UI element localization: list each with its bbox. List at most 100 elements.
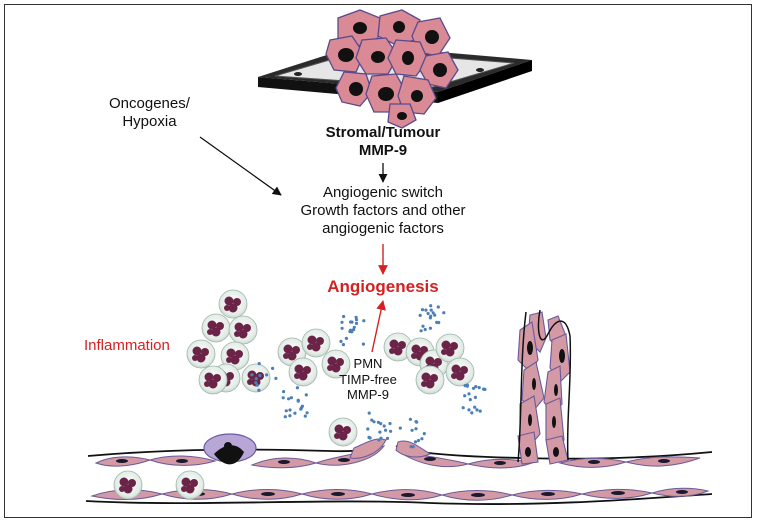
oncogenes-text: Oncogenes/ [109,95,190,112]
granule-dot [418,313,422,317]
granule-dot [408,417,412,421]
granule-dot [415,420,419,424]
granule-dot [295,386,299,390]
vessel-opening-left [349,438,387,459]
upper-endothelial-nuclei [116,457,670,465]
angiogenic-factors-text: angiogenic factors [322,220,444,237]
pmn-cell [201,313,231,343]
granule-dot [467,392,471,396]
granule-dot [398,426,402,430]
granule-dot [341,343,345,347]
granule-dot [478,409,482,413]
granule-dot [362,319,366,323]
granule-dot [377,438,381,442]
granule-dot [463,394,467,398]
granule-dot [435,320,439,324]
angiogenic-switch-text: Angiogenic switch [322,184,444,201]
angiogenesis-label: Angiogenesis [327,277,439,296]
granule-dot [281,396,285,400]
granule-dot [409,445,413,449]
granule-dot [471,386,476,390]
granule-dot [354,318,359,322]
granule-dot [296,399,300,403]
granule-dot [384,428,388,432]
granule-dot [282,390,286,394]
granule-dot [348,329,352,334]
granule-dot [442,311,446,315]
granule-dot [340,326,344,330]
granule-dot [474,385,478,389]
granule-dot [428,326,432,330]
pmn-cell [228,315,258,345]
granule-dot [475,408,479,412]
granule-dot [339,339,343,343]
granule-dot [289,396,293,400]
granule-dot [468,398,472,402]
granule-dot [461,406,465,410]
extravasating-pmn [203,433,257,465]
granule-dot [349,320,353,324]
granule-dot [352,328,356,332]
oncogenes-arrow [199,136,282,196]
granule-dot [344,336,348,340]
granule-dot [283,415,287,419]
granule-dot [416,438,421,443]
granule-dot [465,383,469,387]
granule-dot [410,428,414,432]
granule-dot [378,430,382,434]
pmn-cell [198,365,228,395]
granule-dot [433,313,437,317]
granule-dot [419,329,423,333]
granule-dot [271,366,275,370]
granule-dot [274,376,278,380]
tumour-nuclei [338,21,447,120]
granule-dot [421,324,425,328]
granule-dot [429,308,433,312]
granule-dot [379,436,383,440]
granule-dot [299,406,303,410]
pmn-cell [288,357,318,387]
granule-dot [354,321,359,325]
mmp9-text: MMP-9 [358,142,408,159]
pmn-cell [175,470,205,500]
vessel-wall-lower [85,493,713,505]
granule-dot [254,381,258,385]
stromal-tumour-mmp9-label: Stromal/Tumour MMP-9 [326,124,441,160]
granule-dot [414,427,418,431]
granule-dot [303,414,307,418]
granule-dot [413,440,418,444]
granule-dot [361,342,365,346]
granule-dot [284,409,288,413]
pmn-cell [383,332,413,362]
pmn-label: PMN TIMP-free MMP-9 [339,356,397,403]
granule-dot [382,424,386,428]
granule-dot [372,420,376,424]
granule-dot [467,408,471,412]
pmn-cell [415,365,445,395]
granule-dot [385,436,390,440]
pmn-cell [186,339,216,369]
granule-dot [424,308,428,312]
growth-factors-text: Growth factors and other [300,202,466,219]
granule-dot [367,411,371,415]
granule-dot [305,411,309,415]
pmn-cells [113,289,475,500]
granule-dot [257,388,261,392]
granule-dot [288,408,292,412]
pmn-to-angiogenesis-arrow [371,300,386,353]
granule-dot [265,373,269,377]
granule-dot [366,427,370,431]
granule-dot [426,311,430,316]
granule-dot [368,436,372,440]
granule-dot [288,414,292,418]
granule-dot [255,383,259,387]
granule-dot [258,373,262,378]
granule-dot [257,362,261,366]
pmn-cell [218,289,248,319]
pmn-cell [321,349,351,379]
pmn-cell [328,417,358,447]
granule-dot [429,314,433,318]
granule-dot [422,432,426,436]
granule-dot [423,327,427,332]
mmp9-granules [250,304,487,449]
